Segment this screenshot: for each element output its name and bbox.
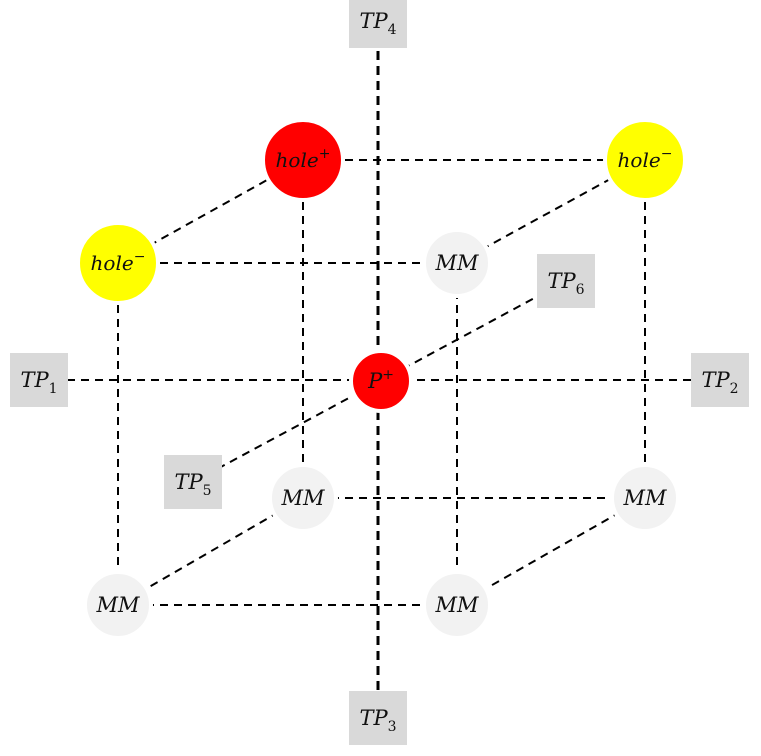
label-base: TP — [20, 368, 49, 392]
tp-box — [10, 353, 68, 407]
node-mm-front-center: MM — [422, 570, 492, 640]
node-p-plus: P+ — [349, 349, 413, 413]
node-circle — [83, 570, 153, 640]
label-subscript: 5 — [203, 483, 212, 499]
node-label: TP5 — [174, 470, 211, 499]
dashed-edge-mm_mid_left-mm_front_left — [117, 497, 304, 606]
node-circle — [422, 570, 492, 640]
node-label: TP1 — [20, 368, 57, 397]
label-base: hole — [618, 148, 661, 172]
node-label: TP4 — [359, 9, 396, 38]
tp-box — [537, 254, 595, 308]
node-tp3: TP3 — [349, 691, 407, 745]
node-mm-front-left: MM — [83, 570, 153, 640]
node-circle — [610, 463, 680, 533]
label-superscript: − — [134, 249, 146, 265]
label-base: MM — [280, 486, 325, 510]
node-hole-minus-right: hole− — [603, 118, 687, 202]
node-mm-back-center: MM — [422, 228, 492, 298]
node-circle — [349, 349, 413, 413]
node-label: TP2 — [701, 368, 738, 397]
node-tp5: TP5 — [164, 455, 222, 509]
tp-box — [691, 353, 749, 407]
node-circle — [76, 221, 160, 305]
tp-box — [349, 0, 407, 48]
node-label: P+ — [367, 367, 394, 393]
tp-box — [164, 455, 222, 509]
node-label: MM — [280, 486, 325, 510]
node-label: hole− — [618, 146, 673, 172]
tp-box — [349, 691, 407, 745]
label-base: TP — [174, 470, 203, 494]
label-base: MM — [434, 593, 479, 617]
label-base: TP — [359, 706, 388, 730]
node-circle — [603, 118, 687, 202]
node-hole-plus: hole+ — [261, 118, 345, 202]
label-base: P — [367, 369, 383, 393]
node-label: TP6 — [547, 269, 584, 298]
node-circle — [422, 228, 492, 298]
node-circle — [261, 118, 345, 202]
label-subscript: 6 — [576, 282, 585, 298]
label-base: TP — [701, 368, 730, 392]
node-tp1: TP1 — [10, 353, 68, 407]
label-superscript: − — [661, 146, 673, 162]
label-subscript: 2 — [730, 381, 739, 397]
label-base: MM — [434, 251, 479, 275]
node-label: MM — [95, 593, 140, 617]
node-hole-minus-left: hole− — [76, 221, 160, 305]
node-label: MM — [434, 593, 479, 617]
label-base: hole — [276, 148, 319, 172]
node-label: hole+ — [276, 146, 331, 172]
label-subscript: 3 — [388, 719, 397, 735]
node-tp6: TP6 — [537, 254, 595, 308]
label-base: TP — [359, 9, 388, 33]
node-label: MM — [622, 486, 667, 510]
node-mm-mid-right: MM — [610, 463, 680, 533]
node-label: MM — [434, 251, 479, 275]
dashed-edge-mm_back_center-hole_minus_right — [456, 159, 646, 264]
label-base: MM — [622, 486, 667, 510]
node-tp4: TP4 — [349, 0, 407, 48]
node-tp2: TP2 — [691, 353, 749, 407]
label-superscript: + — [382, 367, 394, 383]
node-mm-mid-left: MM — [268, 463, 338, 533]
node-label: hole− — [91, 249, 146, 275]
label-base: MM — [95, 593, 140, 617]
label-superscript: + — [319, 146, 331, 162]
label-base: TP — [547, 269, 576, 293]
node-label: TP3 — [359, 706, 396, 735]
label-base: hole — [91, 251, 134, 275]
node-circle — [268, 463, 338, 533]
label-subscript: 1 — [49, 381, 58, 397]
label-subscript: 4 — [388, 22, 397, 38]
